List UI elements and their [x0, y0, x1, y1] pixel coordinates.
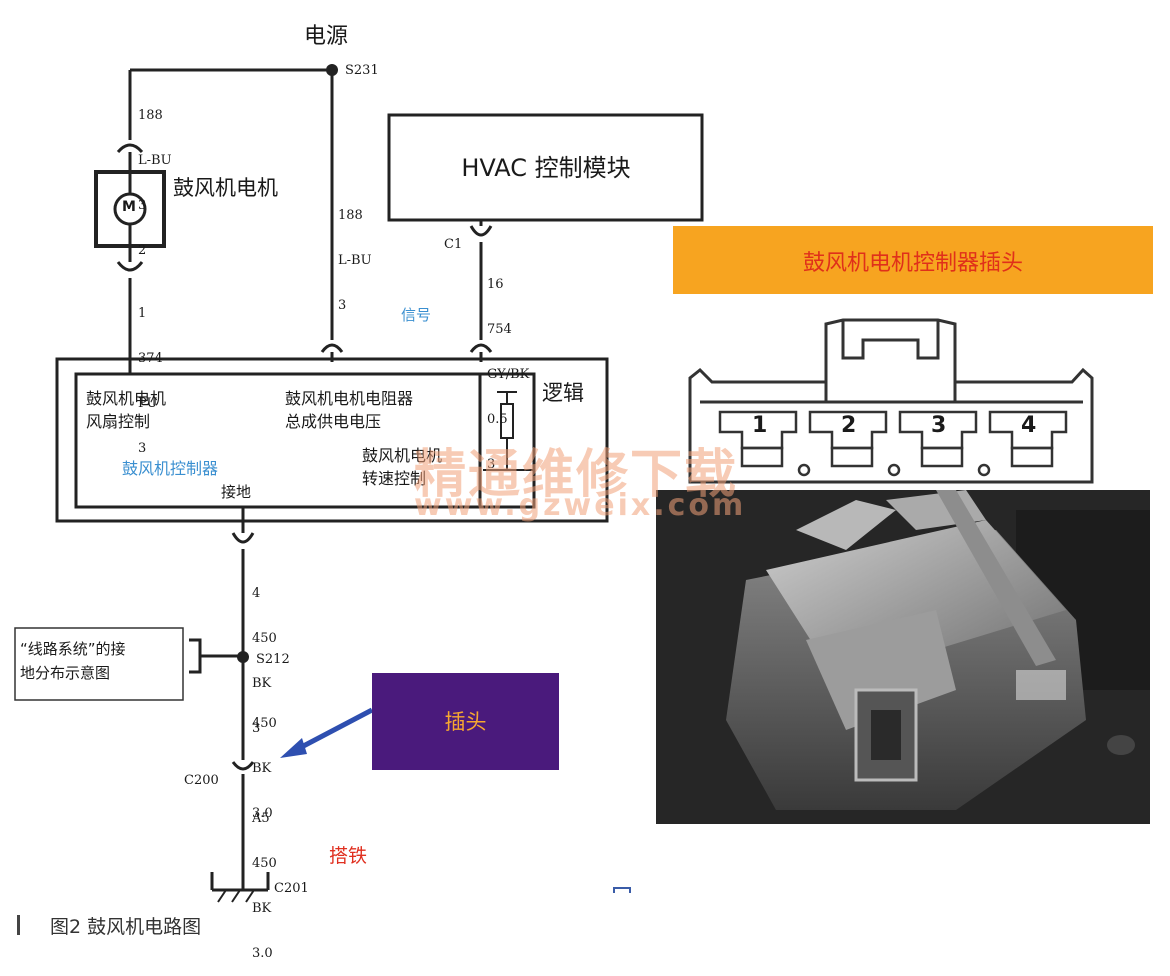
caption-bar	[17, 915, 20, 935]
resistor-supply-label: 鼓风机电机电阻器 总成供电电压	[285, 389, 414, 431]
plug-callout-label: 插头	[444, 710, 487, 734]
connector-banner-label: 鼓风机电机控制器插头	[802, 251, 1023, 276]
connector-pins	[718, 410, 1068, 477]
connector-photo-illustration	[656, 490, 1150, 824]
watermark-title: 精通维修下载	[414, 445, 739, 505]
pin-4-label: 4	[1021, 413, 1037, 438]
pin-3-label: 3	[931, 413, 947, 438]
hvac-module-box	[387, 113, 704, 222]
connector-banner	[673, 226, 1153, 294]
ground-red-label: 搭铁	[329, 845, 368, 867]
plug-arrow-icon	[280, 738, 307, 758]
ground-dist-box	[14, 627, 184, 701]
wire-ground2: 450 BK 3.0	[252, 716, 277, 821]
wire-motor-top: 188 L-BU 3 2	[138, 108, 172, 258]
wire-ground3: A5 450 BK 3.0	[252, 811, 277, 961]
logic-label: 逻辑	[542, 381, 584, 405]
connector-face-drawing	[688, 318, 1094, 484]
motor-m-label: M	[122, 199, 136, 215]
connector-c1-label: C1	[444, 237, 463, 252]
watermark-url: www.gzweix.com	[414, 488, 747, 523]
pin-1-label: 1	[752, 413, 768, 438]
logic-box	[478, 372, 536, 509]
connector-c200-label: C200	[184, 773, 219, 788]
ground-terminal-label: 接地	[221, 483, 252, 501]
wiring-diagram	[14, 64, 1094, 903]
plug-callout-box	[372, 673, 559, 770]
pin-2-label: 2	[841, 413, 857, 438]
controller-outer-box	[55, 357, 609, 523]
connector-photo	[656, 490, 1150, 824]
blower-motor-label: 鼓风机电机	[173, 176, 278, 200]
wire-ground1: 4 450 BK 3	[252, 586, 277, 736]
figure-caption: 图2 鼓风机电路图	[50, 916, 202, 938]
hvac-module-label: HVAC 控制模块	[461, 154, 631, 182]
splice-s231-label: S231	[345, 63, 379, 78]
wire-signal: 16 754 GY/BK 0.5 3	[487, 277, 530, 472]
splice-s212-label: S212	[256, 652, 290, 667]
ground-distribution-label: “线路系统”的接 地分布示意图	[20, 640, 126, 682]
wire-supply: 188 L-BU 3	[338, 208, 372, 313]
fan-control-label: 鼓风机电机 风扇控制	[86, 389, 167, 431]
speed-control-label: 鼓风机电机 转速控制	[362, 446, 443, 488]
signal-label: 信号	[401, 306, 432, 324]
power-title: 电源	[304, 24, 349, 49]
wire-motor-bottom: 1 374 PU 3	[138, 306, 163, 456]
ground-c201-label: C201	[274, 881, 309, 896]
controller-label: 鼓风机控制器	[122, 459, 219, 478]
